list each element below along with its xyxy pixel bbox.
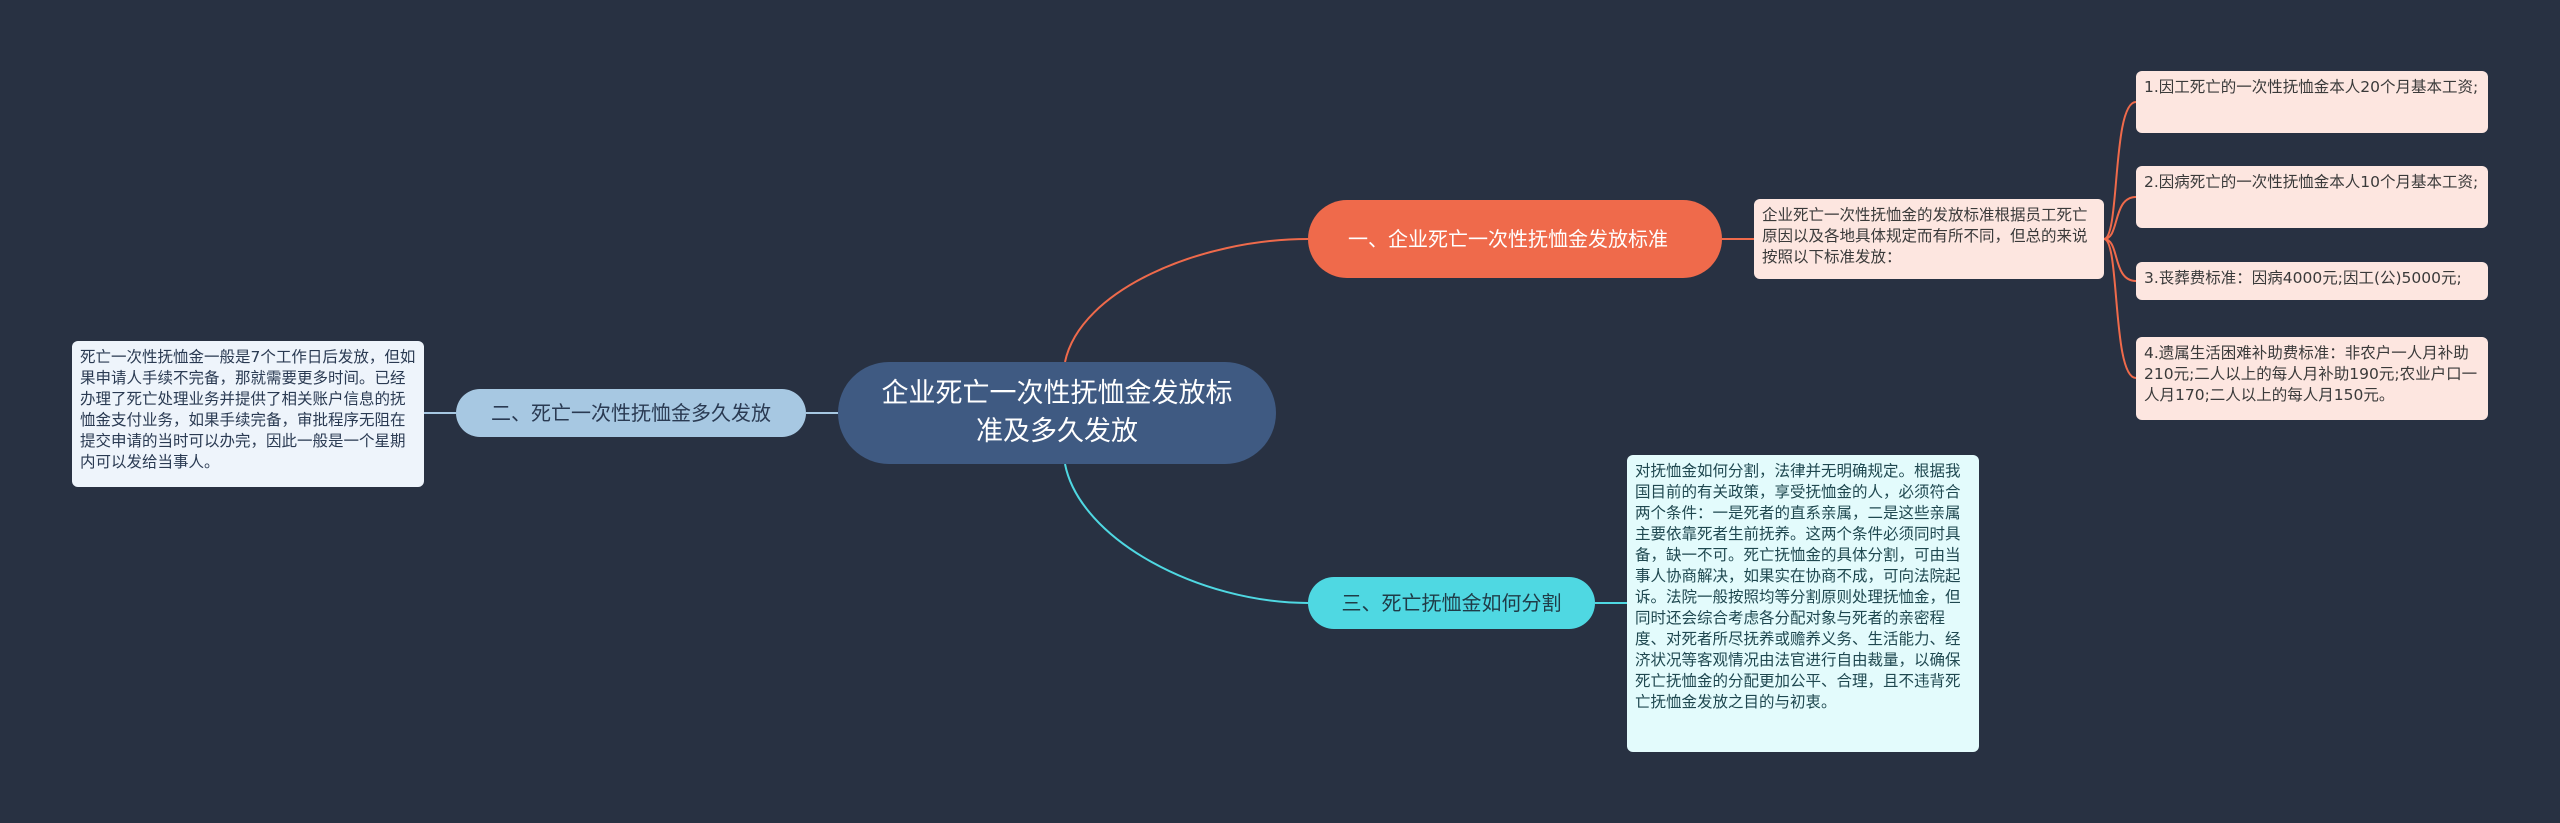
link-desc-item4	[2103, 238, 2137, 379]
link-desc-item2	[2103, 196, 2137, 240]
branch-issue-standard-description: 企业死亡一次性抚恤金的发放标准根据员工死亡原因以及各地具体规定而有所不同，但总的…	[1754, 199, 2104, 279]
branch-issue-standard[interactable]: 一、企业死亡一次性抚恤金发放标准	[1308, 200, 1722, 278]
link-desc-item1	[2103, 101, 2137, 240]
standard-item-dependent-subsidy: 4.遗属生活困难补助费标准：非农户一人月补助210元;二人以上的每人月补助190…	[2136, 337, 2488, 420]
standard-item-illness-death: 2.因病死亡的一次性抚恤金本人10个月基本工资;	[2136, 166, 2488, 228]
branch-division[interactable]: 三、死亡抚恤金如何分割	[1308, 577, 1595, 629]
root-topic[interactable]: 企业死亡一次性抚恤金发放标准及多久发放	[838, 362, 1276, 464]
branch-issue-timing[interactable]: 二、死亡一次性抚恤金多久发放	[456, 389, 806, 437]
link-root-branch3	[1064, 463, 1309, 604]
link-desc-item3	[2103, 238, 2137, 282]
branch-issue-timing-description: 死亡一次性抚恤金一般是7个工作日后发放，但如果申请人手续不完备，那就需要更多时间…	[72, 341, 424, 487]
standard-item-work-death: 1.因工死亡的一次性抚恤金本人20个月基本工资;	[2136, 71, 2488, 133]
link-root-branch1	[1064, 238, 1309, 363]
branch-division-description: 对抚恤金如何分割，法律并无明确规定。根据我国目前的有关政策，享受抚恤金的人，必须…	[1627, 455, 1979, 752]
standard-item-funeral-expense: 3.丧葬费标准：因病4000元;因工(公)5000元;	[2136, 262, 2488, 300]
